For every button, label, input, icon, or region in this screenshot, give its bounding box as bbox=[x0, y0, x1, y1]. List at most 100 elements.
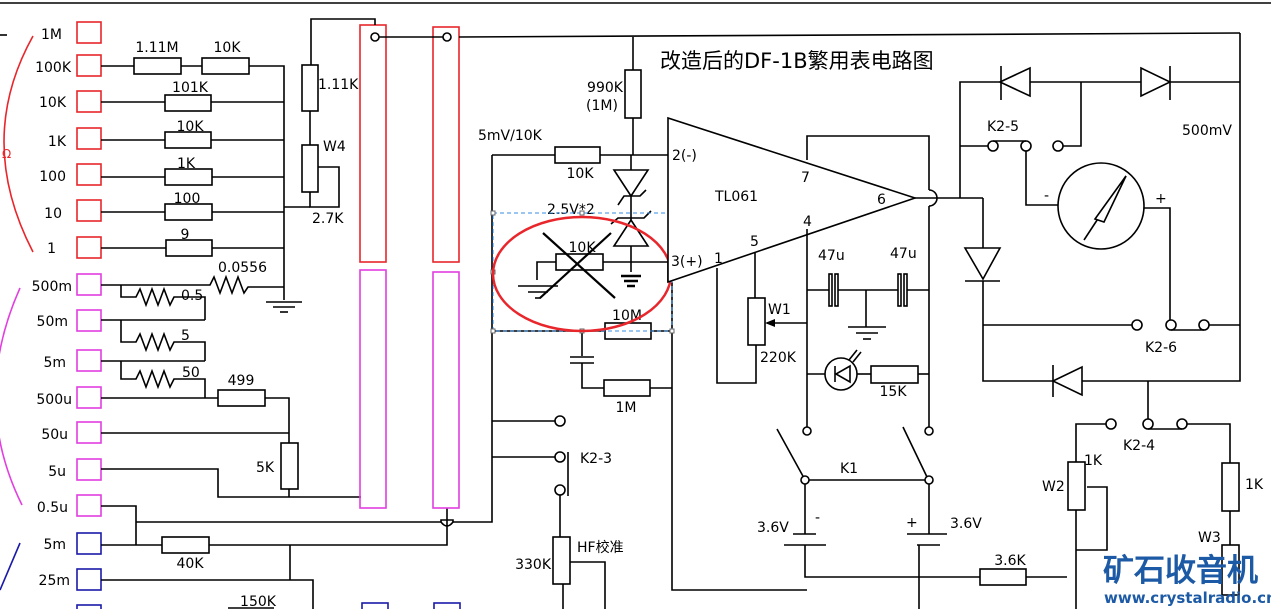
range-label-500mV: 500mV bbox=[1182, 123, 1232, 139]
wire bbox=[1142, 418, 1154, 430]
terminal-500m[interactable] bbox=[76, 273, 102, 296]
wire bbox=[265, 397, 290, 443]
range-label: 1 bbox=[47, 241, 56, 257]
wire bbox=[554, 484, 566, 496]
wire bbox=[671, 282, 807, 591]
terminal-100[interactable] bbox=[76, 163, 102, 186]
wire bbox=[209, 508, 448, 546]
range-label: 50m bbox=[37, 314, 68, 330]
ohm-range-arc bbox=[3, 35, 34, 253]
resistor-15K bbox=[870, 365, 919, 384]
wire bbox=[982, 281, 1053, 382]
terminal-500u[interactable] bbox=[76, 386, 102, 409]
resistor-label: 10K bbox=[177, 119, 205, 135]
pin-label: 3(+) bbox=[671, 254, 703, 270]
resistor-101K bbox=[164, 94, 212, 112]
pot-label: W2 bbox=[1042, 479, 1065, 495]
watermark-logo: 矿石收音机 bbox=[1103, 553, 1258, 589]
voltage-range-arc bbox=[0, 542, 21, 591]
wire bbox=[536, 261, 556, 280]
wire bbox=[120, 320, 206, 361]
diode-icon bbox=[1051, 365, 1083, 397]
resistor-1.11K bbox=[301, 64, 319, 112]
pot-label: 330K bbox=[515, 557, 552, 573]
battery-label: 3.6V bbox=[950, 516, 982, 532]
resistor-label: 3.6K bbox=[994, 553, 1026, 569]
wire bbox=[309, 166, 340, 208]
terminal-1M[interactable] bbox=[76, 21, 102, 44]
terminal-10[interactable] bbox=[76, 199, 102, 222]
wire bbox=[539, 232, 612, 299]
resistor-1M bbox=[603, 379, 651, 397]
wire bbox=[667, 116, 918, 284]
resistor-1.11M bbox=[133, 57, 182, 75]
resistor-label: 5 bbox=[181, 328, 190, 344]
potentiometer-W2 bbox=[1067, 461, 1086, 511]
switch-label: K2-5 bbox=[987, 119, 1019, 135]
resistor-10K bbox=[201, 57, 250, 75]
wire bbox=[800, 475, 810, 485]
ohm-symbol: Ω bbox=[2, 147, 11, 161]
terminal-1[interactable] bbox=[76, 236, 102, 259]
wire bbox=[1187, 423, 1231, 463]
resistor-499 bbox=[217, 389, 266, 407]
k2-3-switch: K2-3 330K HF校准 bbox=[492, 415, 624, 609]
wire bbox=[902, 426, 928, 478]
wire bbox=[370, 32, 380, 42]
resistor-3.6K bbox=[979, 568, 1027, 586]
terminal-50u[interactable] bbox=[76, 421, 102, 444]
resistor-label: 9 bbox=[181, 227, 190, 243]
resistor-label: 499 bbox=[228, 373, 255, 389]
wire bbox=[765, 319, 775, 327]
wire bbox=[1105, 418, 1117, 430]
resistor-label: 40K bbox=[177, 556, 205, 572]
wire bbox=[924, 426, 934, 436]
wire bbox=[1082, 33, 1241, 382]
resistor-label: 1.11M bbox=[135, 40, 178, 56]
watermark-url[interactable]: www.crystalradio.cn bbox=[1104, 589, 1271, 607]
wire bbox=[959, 81, 1000, 198]
terminal-10K[interactable] bbox=[76, 90, 102, 113]
meter-polarity: + bbox=[1155, 191, 1167, 207]
pin-label: 5 bbox=[750, 234, 759, 250]
voltage-range-terminals bbox=[76, 532, 102, 609]
range-label: 1K bbox=[48, 134, 67, 150]
range-label: 500m bbox=[32, 279, 72, 295]
wire bbox=[802, 426, 812, 436]
range-labels: 1M 100K 10K 1K 100 10 1 500m 50m 5m 500u… bbox=[32, 27, 72, 589]
terminal-5m[interactable] bbox=[76, 349, 102, 372]
switch-label: K1 bbox=[840, 461, 858, 477]
terminal-5u[interactable] bbox=[76, 458, 102, 481]
battery-polarity: - bbox=[815, 510, 820, 526]
terminal-50m[interactable] bbox=[76, 309, 102, 332]
potentiometer-W1 bbox=[747, 297, 766, 346]
range-label: 500u bbox=[36, 392, 72, 408]
terminal-5mV[interactable] bbox=[76, 532, 102, 555]
terminal-25mV[interactable] bbox=[76, 568, 102, 591]
pot-label: HF校准 bbox=[577, 539, 624, 556]
range-label: 5m bbox=[43, 537, 66, 553]
wire bbox=[848, 349, 858, 361]
wire bbox=[806, 135, 930, 190]
terminal-0.5u[interactable] bbox=[76, 494, 102, 517]
terminal-next[interactable] bbox=[76, 604, 102, 609]
terminal-100K[interactable] bbox=[76, 54, 102, 77]
wire bbox=[669, 328, 675, 334]
wire bbox=[310, 18, 376, 65]
switch-label: K2-3 bbox=[580, 451, 612, 467]
wire bbox=[1165, 319, 1177, 331]
range-label: 100 bbox=[39, 169, 66, 185]
pot-value: 2.7K bbox=[312, 211, 344, 227]
wire bbox=[120, 361, 206, 398]
meter-bridge: K2-5 500mV - + K2-6 bbox=[959, 33, 1241, 397]
range-switch[interactable] bbox=[359, 24, 461, 609]
wire bbox=[1093, 175, 1127, 223]
range-label: 0.5u bbox=[37, 500, 68, 516]
pin-label: 2(-) bbox=[672, 148, 697, 164]
switch-deck-current-2 bbox=[432, 271, 460, 509]
terminal-1K[interactable] bbox=[76, 127, 102, 150]
pot-value: 1K bbox=[1084, 453, 1103, 469]
wire bbox=[617, 189, 647, 206]
meter-gauge-icon bbox=[1057, 162, 1145, 250]
